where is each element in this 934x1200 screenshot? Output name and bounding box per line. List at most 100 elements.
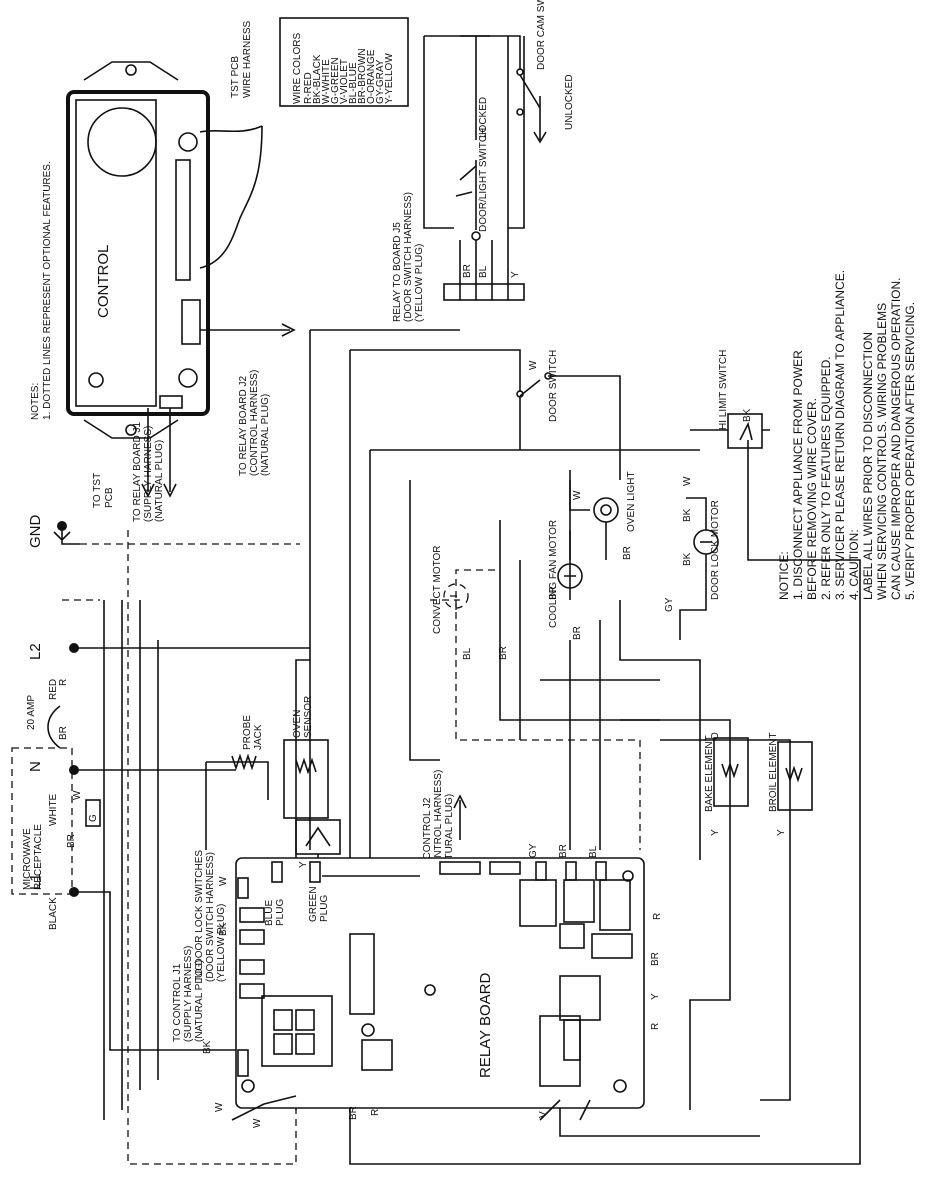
blue-plug-2: PLUG [275,899,286,926]
notice-line: 2. REFER ONLY TO FEATURES EQUIPPED. [819,356,833,600]
control-housing [66,90,210,416]
wire-tag-g: G [88,814,99,822]
black-label: BLACK [48,897,59,930]
to-relay-j2-3: (NATURAL PLUG) [260,394,271,476]
convect-motor-label: CONVECT MOTOR [432,545,443,634]
notice-line: BEFORE REMOVING WIRE COVER. [805,398,819,600]
to-control-j2-3: (NATURAL PLUG) [444,794,455,876]
wire-tag-w: W [72,790,83,800]
notes-line-1: 1. DOTTED LINES REPRESENT OPTIONAL FEATU… [42,161,53,420]
wire-tag-w: W [572,490,583,500]
notice-line: 5. VERIFY PROPER OPERATION AFTER SERVICI… [903,302,917,600]
wiring-lines [62,329,861,1165]
wire-color-item: R-RED [303,72,314,104]
door-switch-label: DOOR SWITCH [548,350,559,422]
amp-label: 20 AMP [26,695,37,730]
wire-tag-y: Y [650,993,661,1000]
wire-tag-r: R [58,679,69,686]
wire-color-item: G-GREEN [330,57,341,104]
to-control-j2-1: TO CONTROL J2 [422,797,433,876]
wire-tag-br: BR [462,264,473,278]
wire-tag-r: R [650,1023,661,1030]
green-plug-1: GREEN [308,886,319,922]
yellow-plug-j5 [443,283,525,301]
wire-tag-bl: BL [478,265,489,278]
to-relay-j1-2: (SUPPLY HARNESS) [143,426,154,522]
oven-sensor-1: OVEN [292,710,303,738]
power-supply: GND L2 RED 20 AMP N WHITE L1 BLACK MICRO… [11,515,101,930]
microwave-1: MICROWAVE [22,828,33,890]
wire-tag-bk: BK [218,922,229,936]
wire-color-item: BR-BROWN [357,48,368,104]
wire-tag-y: Y [776,829,787,836]
wire-tag-v: V [538,1111,549,1118]
relay-board: RELAY BOARD BLUE PLUG [172,850,645,1121]
probe-jack-1: PROBE [242,715,253,750]
wire-tag-gy: GY [664,597,675,612]
wire-color-item: O-ORANGE [366,49,377,104]
wire-color-item: BK-BLACK [312,54,323,104]
wire-tag-bk: BK [202,1040,213,1054]
wire-tag-y: Y [298,861,309,868]
door-lock-motor-label: DOOR LOCK MOTOR [710,500,721,600]
wire-tags: R BR W G BR W BR BK BK W GY BK W BL BR B… [58,360,787,1128]
wire-tag-w: W [252,1118,263,1128]
to-door-lock-sw-2: (DOOR SWITCH HARNESS) [205,852,216,982]
wire-tag-br: BR [498,646,509,660]
wire-tag-y: Y [510,271,521,278]
wire-tag-bk: BK [682,552,693,566]
wire-colors-box [279,17,409,107]
wire-color-item: Y-YELLOW [384,53,395,104]
n-label: N [27,761,44,772]
relay-j5-1: RELAY TO BOARD J5 [392,222,403,322]
to-relay-j2-2: (CONTROL HARNESS) [249,370,260,476]
unlocked-label: UNLOCKED [564,74,575,130]
door-cam-switch-label: DOOR CAM SWITCH [536,0,547,70]
notice-line: WHEN SERVICING CONTROLS. WIRING PROBLEMS [875,303,889,600]
to-relay-j2-1: TO RELAY BOARD J2 [238,376,249,476]
sensors: PROBE JACK OVEN SENSOR TO CONTROL J2 (CO… [205,696,467,876]
probe-jack-2: JACK [253,724,264,750]
to-control-j2-2: (CONTROL HARNESS) [433,770,444,876]
wire-tag-o: O [710,732,721,740]
wire-color-item: W-WHITE [321,59,332,104]
wire-colors-legend: WIRE COLORS R-RED BK-BLACK W-WHITE G-GRE… [279,17,409,107]
control-unit: CONTROL [66,61,210,439]
wire-tag-br: BR [572,626,583,640]
l2-label: L2 [27,643,44,660]
notice-line: LABEL ALL WIRES PRIOR TO DISCONNECTION [861,332,875,600]
wire-tag-gy: GY [528,843,539,858]
wire-color-item: V-VIOLET [339,59,350,104]
hi-limit-label: HI LIMIT SWITCH [718,350,729,430]
heating-elements: BAKE ELEMENT BROIL ELEMENT [704,732,813,812]
to-door-lock-sw-3: (YELLOW PLUG) [216,904,227,982]
wire-tag-w: W [682,476,693,486]
notice-line: 3. SERVICER PLEASE RETURN DIAGRAM TO APP… [833,270,847,600]
notice-line: 1. DISCONNECT APPLIANCE FROM POWER [791,350,805,600]
wire-tag-y: Y [710,829,721,836]
to-relay-j1-3: (NATURAL PLUG) [154,440,165,522]
blue-plug-1: BLUE [264,900,275,926]
tst-pcb-label-1: TST PCB [230,56,241,98]
cooling-fan-label: COOLING FAN MOTOR [548,520,559,628]
wire-tag-w: W [218,876,229,886]
to-relay-j1-1: TO RELAY BOARD J1 [132,422,143,522]
to-control-j1-1: TO CONTROL J1 [172,963,183,1042]
tst-pcb-harness: TST PCB WIRE HARNESS [199,20,263,269]
white-label: WHITE [48,793,59,826]
notice-line: 4. CAUTION: [847,529,861,600]
oven-light-label: OVEN LIGHT [626,471,637,532]
locked-label: LOCKED [478,97,489,138]
notice-line: CAN CAUSE IMPROPER AND DANGEROUS OPERATI… [889,278,903,601]
wire-tag-r: R [370,1109,381,1116]
bake-element-label: BAKE ELEMENT [704,735,715,812]
notice-block: NOTICE: 1. DISCONNECT APPLIANCE FROM POW… [777,270,917,600]
wire-tag-br: BR [58,726,69,740]
green-plug-2: PLUG [319,895,330,922]
control-knob [87,107,157,177]
to-tst-pcb-2: PCB [104,487,115,508]
wire-tag-br: BR [548,586,559,600]
control-label: CONTROL [95,245,112,318]
wire-tag-br: BR [348,1106,359,1120]
